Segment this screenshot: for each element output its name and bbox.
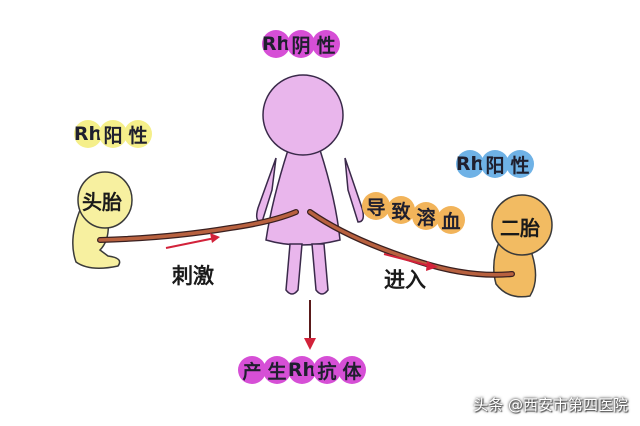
antibody-label: 产 生 Rh 抗 体 (238, 356, 366, 384)
label-char: Rh (262, 30, 290, 58)
stimulate-text: 刺激 (172, 264, 214, 288)
label-char: 生 (263, 356, 291, 384)
down-arrow (304, 300, 316, 350)
label-char: 致 (387, 196, 415, 224)
second-fetus-text: 二胎 (500, 216, 540, 240)
label-char: 阴 (287, 30, 315, 58)
first-fetus-text: 头胎 (82, 190, 122, 214)
label-char: 性 (506, 150, 534, 178)
label-char: 导 (362, 192, 390, 220)
hemolysis-label: 导 致 溶 血 (362, 192, 465, 234)
label-char: 阳 (99, 120, 127, 148)
label-char: 体 (338, 356, 366, 384)
label-char: 血 (437, 206, 465, 234)
label-char: 阳 (481, 150, 509, 178)
label-char: 性 (312, 30, 340, 58)
mother-rh-negative-label: Rh 阴 性 (262, 30, 340, 58)
mother-figure (255, 74, 365, 295)
second-fetus-figure (491, 194, 553, 298)
label-char: Rh (288, 356, 316, 384)
label-char: Rh (74, 120, 102, 148)
label-char: 抗 (313, 356, 341, 384)
first-fetus-rh-positive-label: Rh 阳 性 (74, 120, 152, 148)
enter-arrow (383, 253, 438, 271)
second-fetus-rh-positive-label: Rh 阳 性 (456, 150, 534, 178)
enter-text: 进入 (384, 268, 426, 292)
label-char: 性 (124, 120, 152, 148)
label-char: 溶 (412, 202, 440, 230)
label-char: 产 (238, 356, 266, 384)
stimulate-arrow (165, 233, 220, 249)
watermark: 头条 @西安市第四医院 (473, 396, 628, 414)
first-fetus-figure (72, 171, 133, 269)
label-char: Rh (456, 150, 484, 178)
